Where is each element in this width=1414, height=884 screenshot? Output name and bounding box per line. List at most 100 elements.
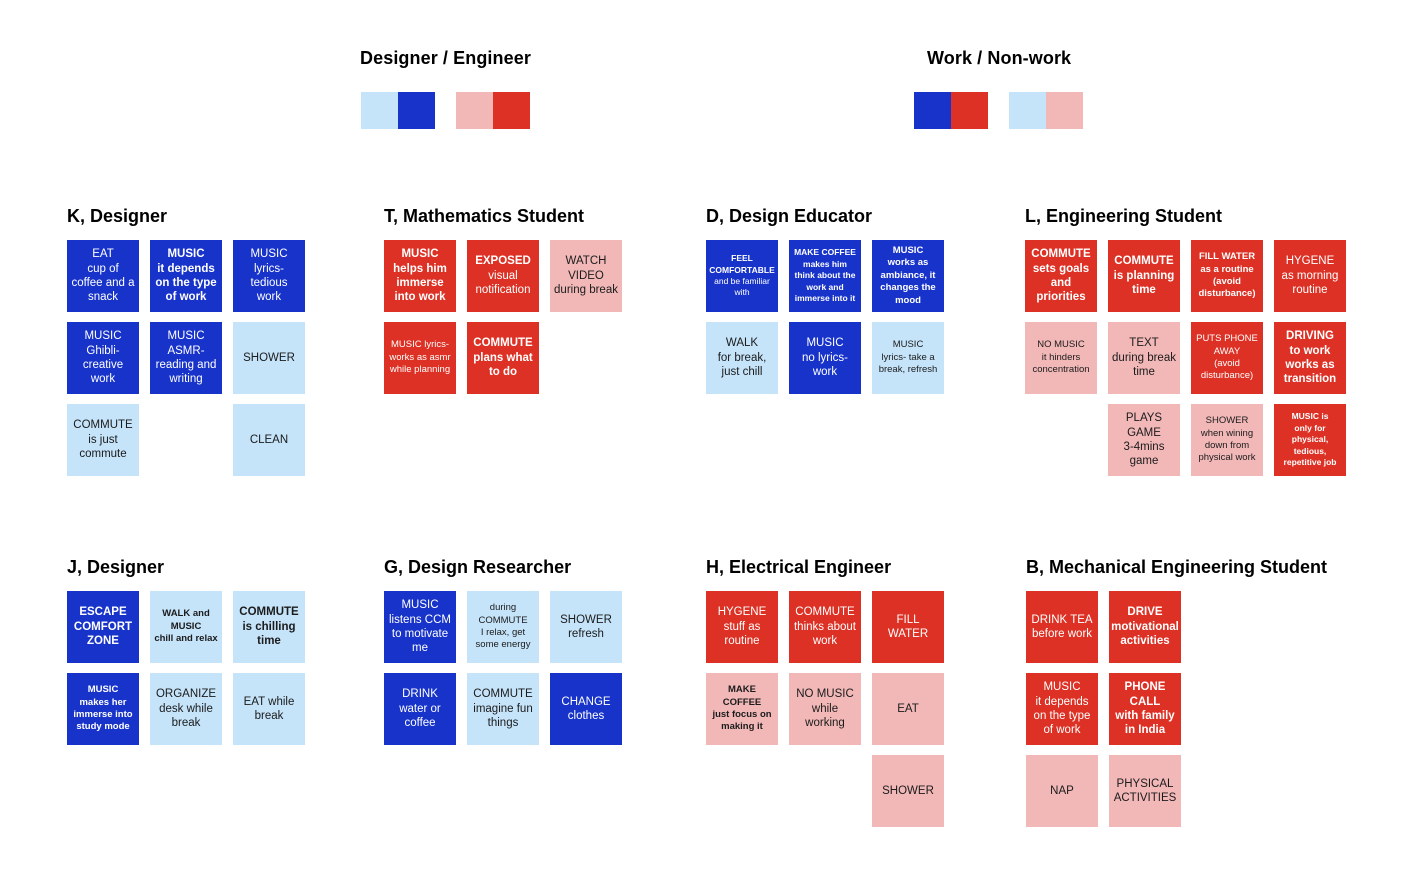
- sticky-note-text: sets goals and priorities: [1032, 262, 1090, 304]
- sticky-note-text: stuff as routine: [723, 620, 761, 648]
- sticky-note-text: works as ambiance, it changes the mood: [880, 257, 936, 306]
- sticky-note-text: before work: [1031, 628, 1093, 640]
- sticky-note-text: during break time: [1112, 351, 1176, 379]
- sticky-note-text: EAT while break: [243, 695, 295, 722]
- sticky-note-text: chill and relax: [154, 633, 218, 645]
- sticky-note-clean[interactable]: CLEAN: [233, 404, 305, 476]
- sticky-note-text: COMMUTE: [239, 606, 299, 619]
- sticky-note-drink-tea[interactable]: DRINK TEA before work: [1026, 591, 1098, 663]
- sticky-note-text: SHOWER: [243, 351, 295, 364]
- sticky-note-text: lyrics- take a break, refresh: [878, 351, 938, 376]
- sticky-note-nap[interactable]: NAP: [1026, 755, 1098, 827]
- sticky-note-text: makes him think about the work and immer…: [794, 258, 856, 304]
- sticky-note-text: FEEL COMFORTABLE: [709, 253, 775, 275]
- sticky-note-text: MUSIC: [806, 337, 844, 350]
- sticky-note-text: it depends on the type of work: [155, 262, 217, 304]
- sticky-note-text: FILL WATER: [1198, 251, 1256, 263]
- sticky-note-text: CLEAN: [249, 433, 289, 446]
- group-title: T, Mathematics Student: [384, 206, 585, 226]
- sticky-note-text: HYGENE: [1285, 255, 1335, 268]
- sticky-note-text: NO MUSIC: [796, 688, 854, 701]
- sticky-note-text: water or coffee: [399, 702, 441, 730]
- sticky-note-music-lyrics-works-as-asmr-while-planning[interactable]: MUSIC lyrics- works as asmr while planni…: [384, 322, 456, 394]
- sticky-note-text: visual notification: [475, 269, 531, 297]
- sticky-note-text: COMMUTE: [1114, 255, 1174, 268]
- sticky-note-shower[interactable]: SHOWER: [233, 322, 305, 394]
- sticky-note-text: is planning time: [1113, 269, 1175, 297]
- group-title: G, Design Researcher: [384, 557, 572, 577]
- sticky-note-fill-water[interactable]: FILL WATER: [872, 591, 944, 663]
- sticky-note-text: MUSIC: [167, 248, 205, 261]
- sticky-note-text: DRIVE: [1127, 606, 1163, 619]
- legend-swatch-light-red: [456, 92, 493, 129]
- sticky-note-text: MUSIC: [87, 684, 119, 696]
- legend-swatch-dark-blue: [914, 92, 951, 129]
- sticky-note-text: MUSIC: [892, 339, 924, 351]
- legend-swatch-dark-blue: [398, 92, 435, 129]
- sticky-note-text: lyrics- tedious work: [250, 262, 288, 304]
- group-title: D, Design Educator: [706, 206, 873, 226]
- sticky-note-text: and be familiar with: [714, 276, 770, 298]
- group-title: J, Designer: [67, 557, 165, 577]
- sticky-note-puts-phone-away[interactable]: PUTS PHONE AWAY(avoid disturbance): [1191, 322, 1263, 394]
- legend-title-work-nonwork: Work / Non-work: [927, 48, 1072, 68]
- sticky-note-text: DRIVING: [1286, 330, 1334, 343]
- sticky-note-text: for break, just chill: [717, 351, 767, 379]
- sticky-note-physical-activities[interactable]: PHYSICAL ACTIVITIES: [1109, 755, 1181, 827]
- sticky-note-text: as a routine (avoid disturbance): [1198, 263, 1256, 300]
- sticky-note-text: DRINK TEA: [1031, 613, 1093, 626]
- legend-swatch-light-red: [1046, 92, 1083, 129]
- sticky-note-eat-while-break[interactable]: EAT while break: [233, 673, 305, 745]
- sticky-note-text: desk while break: [159, 702, 213, 730]
- sticky-note-escape-comfort-zone[interactable]: ESCAPE COMFORT ZONE: [67, 591, 139, 663]
- group-title: H, Electrical Engineer: [706, 557, 892, 577]
- sticky-note-text: WALK: [725, 337, 759, 350]
- sticky-note-text: SHOWER: [1205, 415, 1249, 427]
- sticky-note-eat[interactable]: EAT: [872, 673, 944, 745]
- sticky-note-shower[interactable]: SHOWER: [872, 755, 944, 827]
